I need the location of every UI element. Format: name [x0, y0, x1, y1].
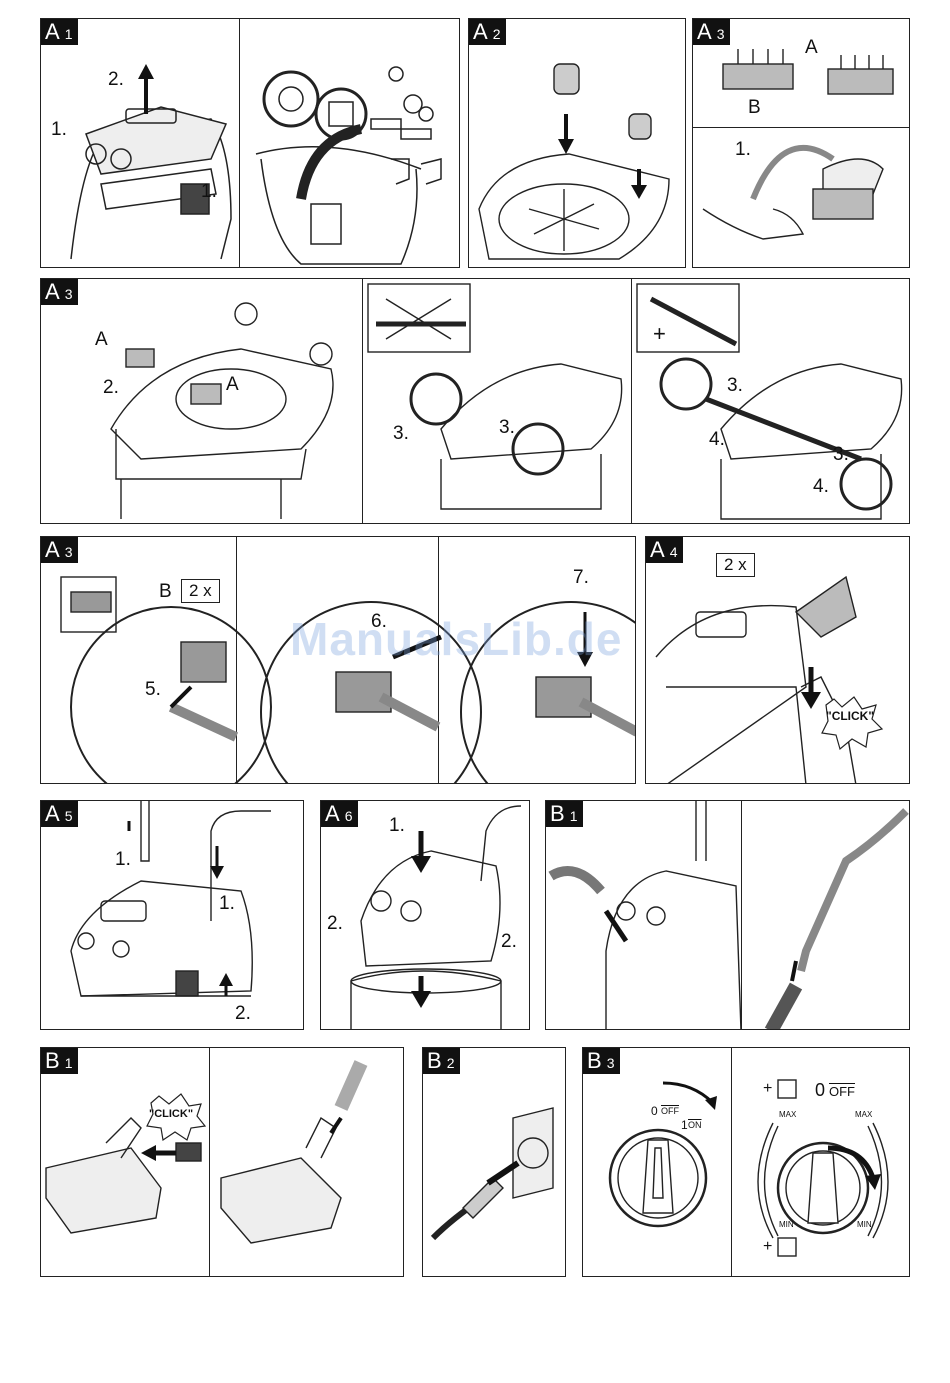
step-label: 1. — [115, 849, 131, 871]
label-a: A — [95, 329, 108, 351]
head-attach-illustration — [321, 801, 530, 1030]
clip-snap-illustration — [646, 537, 910, 784]
min-label: MIN — [857, 1220, 872, 1229]
on-text: ON — [688, 1120, 702, 1130]
click-label: "CLICK" — [149, 1108, 193, 1120]
step-label: 2. — [327, 913, 343, 935]
click-label: "CLICK" — [826, 709, 874, 723]
step-label: 4. — [709, 429, 725, 451]
plus-symbol: + — [653, 321, 666, 347]
step-label: 2. — [235, 1003, 251, 1025]
off-digit: 0 — [651, 1104, 658, 1118]
off-digit: 0 — [815, 1080, 825, 1101]
plus-symbol: + — [763, 1080, 772, 1098]
step-label: 7. — [573, 567, 589, 589]
step-label: 4. — [813, 476, 829, 498]
max-label: MAX — [855, 1110, 872, 1119]
quantity-box: 2 x — [716, 553, 755, 577]
clip-assembly-illustration — [693, 19, 910, 268]
step-label: 3. — [393, 423, 409, 445]
watermark: ManualsLib.de — [290, 612, 622, 666]
vacuum-lid-removal-illustration — [41, 19, 460, 268]
label-b: B — [159, 581, 172, 603]
on-digit: 1 — [681, 1118, 688, 1132]
step-label: 3. — [727, 375, 743, 397]
step-label: 1. — [389, 815, 405, 837]
off-text: OFF — [661, 1106, 679, 1116]
step-label: 1. — [51, 119, 67, 141]
handle-install-illustration — [41, 801, 304, 1030]
power-switch-illustration — [583, 1048, 910, 1277]
step-label: 2. — [501, 931, 517, 953]
label-b: B — [748, 97, 761, 119]
caster-wheel-install-illustration — [469, 19, 686, 268]
step-label: 3. — [499, 417, 515, 439]
step-label: 1. — [201, 181, 217, 203]
plus-symbol: + — [763, 1238, 772, 1256]
label-a: A — [805, 37, 818, 59]
off-text: OFF — [829, 1084, 855, 1099]
hose-connect-illustration — [546, 801, 910, 1030]
quantity-box: 2 x — [181, 579, 220, 603]
step-label: 2. — [103, 377, 119, 399]
step-label: 1. — [219, 893, 235, 915]
step-label: 3. — [833, 444, 849, 466]
label-a: A — [226, 374, 239, 396]
step-label: 2. — [108, 69, 124, 91]
step-label: 5. — [145, 679, 161, 701]
floor-nozzle-illustration — [41, 1048, 404, 1277]
plug-socket-illustration — [423, 1048, 566, 1277]
wheel-axle-install-illustration — [41, 279, 910, 524]
max-label: MAX — [779, 1110, 796, 1119]
step-label: 1. — [735, 139, 751, 161]
min-label: MIN — [779, 1220, 794, 1229]
